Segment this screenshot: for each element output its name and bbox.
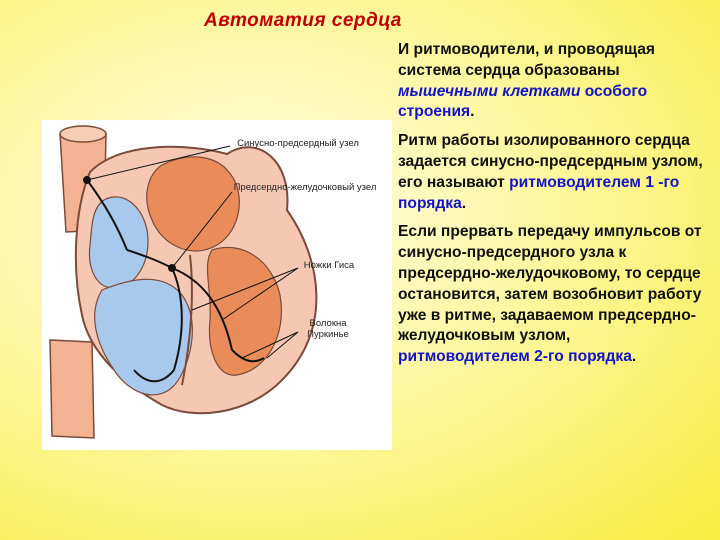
- slide-title: Автоматия сердца: [204, 10, 402, 31]
- av-node-label: Предсердно-желудочковый узел: [233, 182, 377, 193]
- p1-lead: И ритмоводители, и проводящая система се…: [398, 41, 655, 79]
- text-column: И ритмоводители, и проводящая система се…: [398, 40, 704, 376]
- p2-lead: Ритм работы изолированного сердца задает…: [398, 132, 703, 191]
- purkinje-label: Волокна Пуркинье: [307, 318, 349, 340]
- paragraph-conduction: И ритмоводители, и проводящая система се…: [398, 40, 704, 123]
- p1-tail: .: [470, 103, 475, 121]
- right-ventricle: [94, 278, 193, 396]
- p3-emphasis: ритмоводителем 2-го порядка: [398, 348, 632, 366]
- p1-emphasis-2: особого строения: [398, 82, 648, 121]
- inferior-vena-cava: [49, 339, 95, 439]
- paragraph-first-order: Ритм работы изолированного сердца задает…: [398, 131, 704, 214]
- p1-emphasis: мышечными клетками: [398, 82, 581, 100]
- p3-tail: .: [631, 348, 637, 366]
- septum: [181, 254, 193, 386]
- p2-tail: .: [461, 194, 467, 212]
- heart-illustration: [49, 125, 318, 439]
- his-bundle-label: Ножки Гиса: [303, 260, 355, 271]
- p2-emphasis: ритмоводителем 1 -го порядка: [398, 173, 680, 212]
- conduction-system: [86, 179, 265, 383]
- left-atrium: [146, 156, 240, 252]
- p3-lead: Если прервать передачу импульсов от сину…: [398, 223, 702, 345]
- sa-node-label: Синусно-предсердный узел: [237, 138, 359, 149]
- paragraph-second-order: Если прервать передачу импульсов от сину…: [398, 222, 704, 368]
- callout-lines: [86, 145, 299, 359]
- left-ventricle: [206, 246, 282, 376]
- heart-diagram: Синусно-предсердный узел Предсердно-желу…: [42, 120, 392, 450]
